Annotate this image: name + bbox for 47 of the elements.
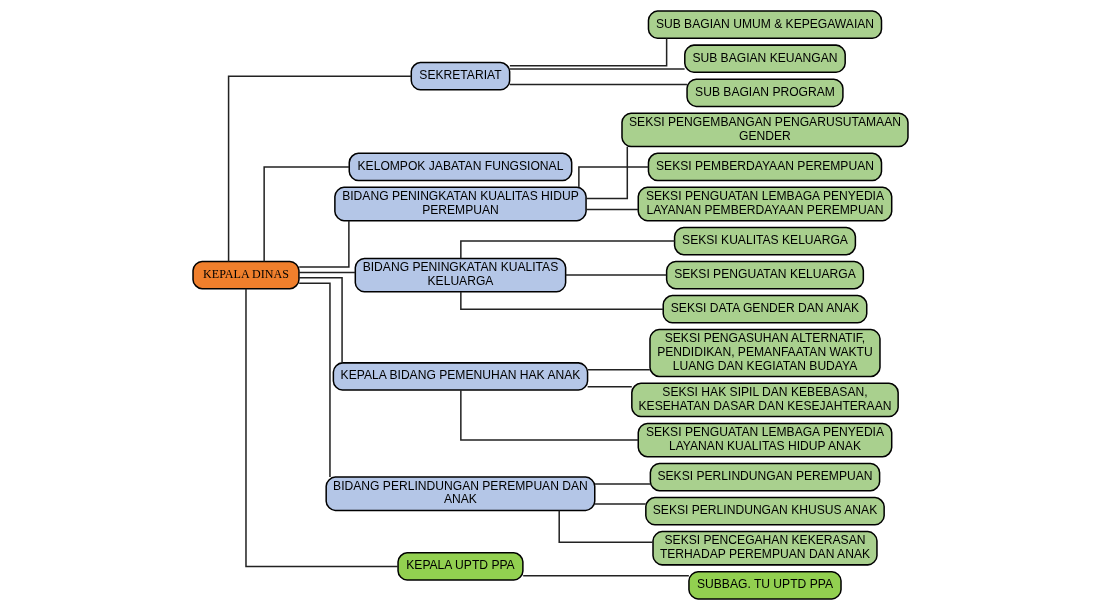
connector bbox=[227, 75, 413, 263]
connector bbox=[245, 288, 399, 568]
node-box: SEKSI PENGEMBANGAN PENGARUSUTAMAAN GENDER bbox=[621, 112, 909, 148]
connector bbox=[509, 83, 688, 86]
connector bbox=[460, 389, 639, 441]
node-box: SEKSI HAK SIPIL DAN KEBEBASAN, KESEHATAN DASAR DAN KESEJAHTERAAN bbox=[631, 382, 899, 418]
node-box: SUB BAGIAN PROGRAM bbox=[686, 78, 844, 108]
connector bbox=[522, 575, 690, 577]
connector bbox=[594, 503, 647, 505]
node-box: SEKSI PERLINDUNGAN PEREMPUAN bbox=[649, 462, 881, 492]
connector bbox=[594, 483, 652, 485]
connector bbox=[585, 146, 629, 200]
node-box: SEKSI PENGUATAN LEMBAGA PENYEDIA LAYANAN KUALITAS HIDUP ANAK bbox=[637, 422, 893, 458]
node-box: SEKSI PENGASUHAN ALTERNATIF, PENDIDIKAN, PEMANFAATAN WAKTU LUANG DAN KEGIATAN BUDAYA bbox=[649, 328, 881, 378]
node-box: SEKRETARIAT bbox=[410, 61, 511, 91]
connector bbox=[509, 68, 686, 70]
node-box: SUBBAG. TU UPTD PPA bbox=[688, 570, 842, 600]
connector bbox=[586, 385, 633, 388]
node-box: KEPALA UPTD PPA bbox=[397, 552, 524, 581]
node-box: SEKSI KUALITAS KELUARGA bbox=[673, 226, 857, 256]
connector bbox=[586, 368, 651, 371]
node-box: SUB BAGIAN KEUANGAN bbox=[684, 44, 846, 74]
node-box: SEKSI PENCEGAHAN KEKERASAN TERHADAP PEREMPUAN DAN ANAK bbox=[652, 530, 878, 566]
connector bbox=[564, 274, 668, 276]
connector bbox=[460, 291, 664, 310]
node-box: KELOMPOK JABATAN FUNGSIONAL bbox=[348, 152, 573, 182]
connector bbox=[298, 271, 357, 274]
connector bbox=[578, 166, 650, 188]
node-box: SEKSI PEMBERDAYAAN PEREMPUAN bbox=[647, 152, 883, 182]
node-box: KEPALA DINAS bbox=[192, 260, 300, 290]
node-box: SEKSI DATA GENDER DAN ANAK bbox=[662, 294, 868, 324]
connector bbox=[509, 37, 668, 67]
node-box: BIDANG PERLINDUNGAN PEREMPUAN DAN ANAK bbox=[325, 476, 596, 512]
connector bbox=[298, 277, 343, 364]
connector bbox=[585, 208, 639, 211]
node-box: SEKSI PENGUATAN LEMBAGA PENYEDIA LAYANAN PEMBERDAYAAN PEREMPUAN bbox=[637, 186, 893, 222]
connector bbox=[558, 509, 654, 543]
connector bbox=[298, 220, 350, 268]
connector bbox=[460, 240, 676, 260]
connector bbox=[263, 166, 350, 263]
connector bbox=[298, 282, 331, 478]
node-box: SEKSI PERLINDUNGAN KHUSUS ANAK bbox=[645, 496, 885, 526]
node-box: SEKSI PENGUATAN KELUARGA bbox=[665, 260, 865, 290]
node-box: BIDANG PENINGKATAN KUALITAS KELUARGA bbox=[354, 257, 567, 293]
node-box: SUB BAGIAN UMUM & KEPEGAWAIAN bbox=[647, 10, 883, 40]
node-box: BIDANG PENINGKATAN KUALITAS HIDUP PEREMPUAN bbox=[334, 186, 587, 222]
node-box: KEPALA BIDANG PEMENUHAN HAK ANAK bbox=[332, 362, 589, 391]
